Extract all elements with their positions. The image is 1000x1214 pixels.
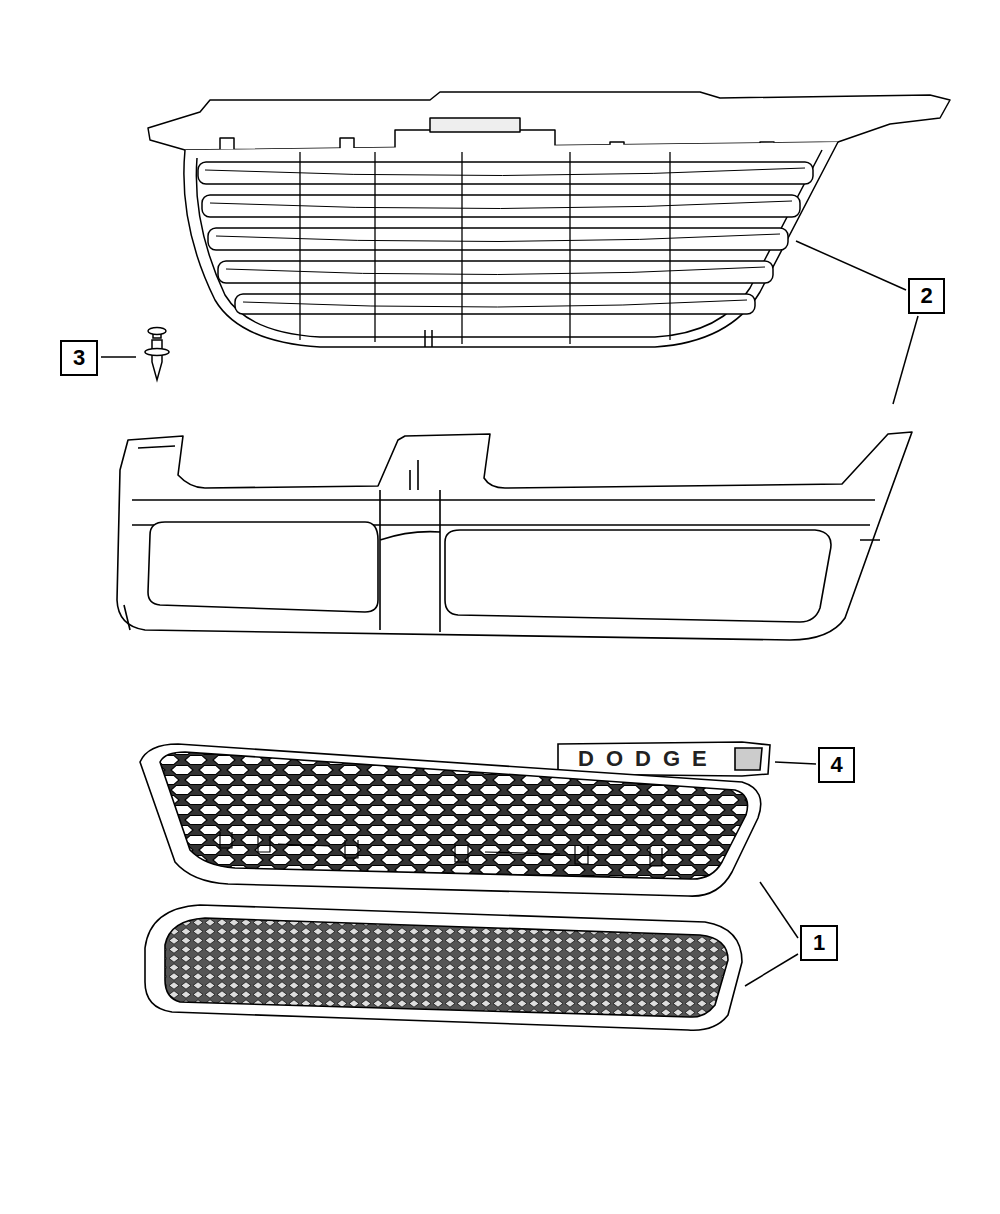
badge-text: DODGE (578, 748, 719, 770)
callout-number: 1 (813, 932, 825, 954)
callout-number: 2 (920, 285, 932, 307)
callout-box: 2 (908, 278, 945, 314)
callout-box: 3 (60, 340, 98, 376)
callout-number: 3 (73, 347, 85, 369)
callout-number: 4 (830, 754, 842, 776)
callout-box: 4 (818, 747, 855, 783)
callout-box: 1 (800, 925, 838, 961)
